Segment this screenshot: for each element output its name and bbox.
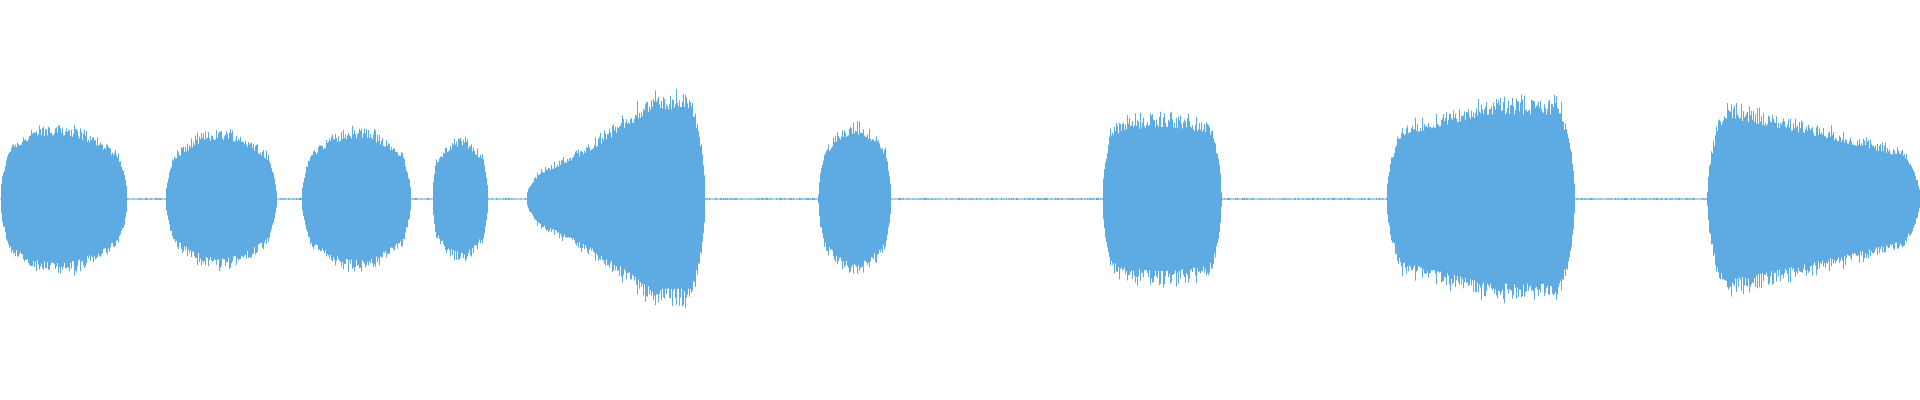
waveform-segment-body (527, 109, 705, 289)
waveform-segment-body (433, 146, 488, 252)
waveform-segment-1 (1, 135, 127, 263)
waveform-peak-lines (0, 89, 1920, 308)
waveform-segment-body (1, 135, 127, 263)
waveform-segment-4 (433, 146, 488, 252)
waveform-segment-body (166, 139, 276, 259)
waveform-segment-7 (1103, 127, 1221, 271)
waveform-peaks (0, 89, 1920, 308)
waveform-segment-8 (1387, 114, 1574, 284)
waveform-segment-5 (527, 109, 705, 289)
waveform-segment-3 (302, 138, 411, 260)
waveform-segment-9 (1708, 118, 1920, 280)
waveform-segment-body (819, 135, 891, 263)
waveform-segment-6 (819, 135, 891, 263)
waveform-segment-body (1708, 118, 1920, 280)
waveform-segment-2 (166, 139, 276, 259)
waveform-segment-body (1103, 127, 1221, 271)
waveform-segment-body (302, 138, 411, 260)
waveform-segment-body (1387, 114, 1574, 284)
